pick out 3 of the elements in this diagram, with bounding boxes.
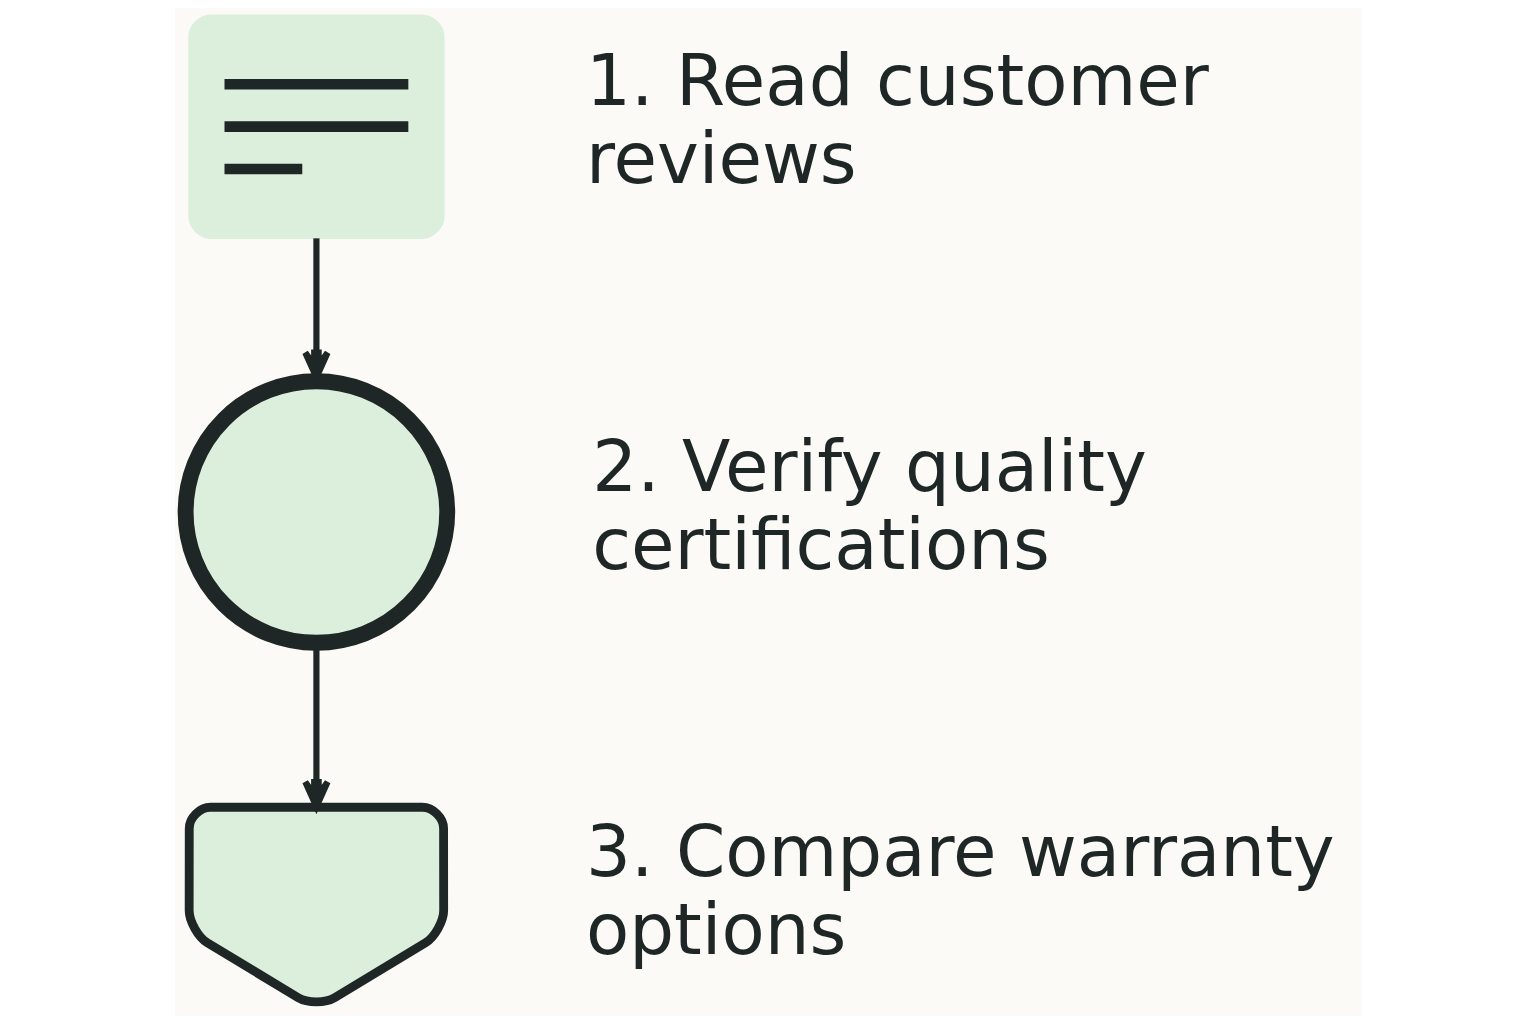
node-label: 1. Read customer reviews [585,39,1209,201]
node-label: 3. Compare warranty options [585,810,1335,971]
node-label: 2. Verify quality certifications [591,424,1147,586]
